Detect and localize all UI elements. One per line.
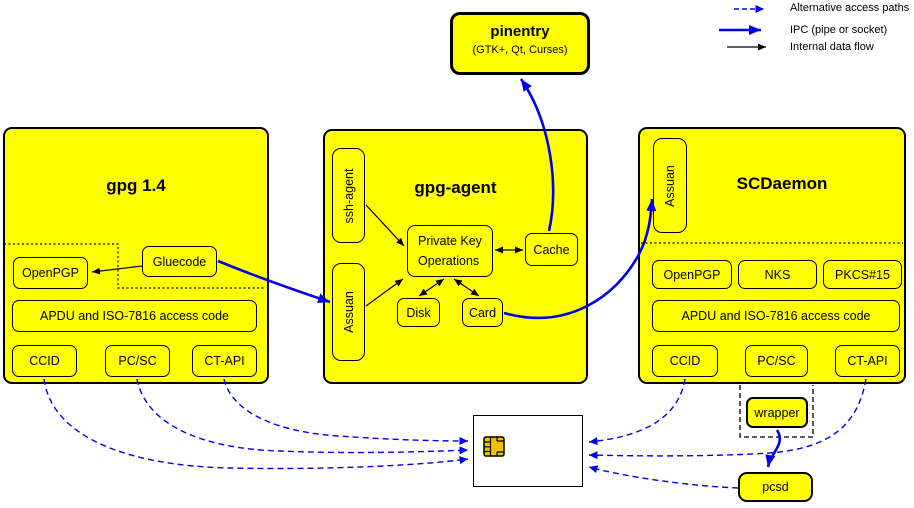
- scdaemon-title: SCDaemon: [736, 174, 828, 193]
- gpg-agent-title: gpg-agent: [414, 178, 497, 197]
- smartcard-box: [473, 415, 583, 487]
- scdaemon-ccid-box: CCID: [652, 345, 718, 377]
- gpg-agent-ssh-agent-box: ssh-agent: [332, 148, 365, 243]
- pinentry-title: pinentry: [490, 23, 550, 40]
- gpg14-pcsc-box: PC/SC: [105, 345, 170, 377]
- gpg14-gluecode-box: Gluecode: [142, 246, 217, 277]
- card-box: Card: [462, 298, 503, 327]
- gpg-agent-assuan-label: Assuan: [341, 291, 356, 333]
- gpg14-openpgp-box: OpenPGP: [13, 257, 88, 289]
- alt-pcsd-to-smartcard: [588, 465, 739, 489]
- ssh-agent-label: ssh-agent: [341, 168, 356, 223]
- private-key-operations-line1: Private Key: [418, 234, 482, 248]
- wrapper-box: wrapper: [746, 397, 808, 428]
- scdaemon-openpgp-box: OpenPGP: [652, 260, 732, 289]
- legend-ipc-label: IPC (pipe or socket): [790, 24, 888, 36]
- pinentry-subtitle: (GTK+, Qt, Curses): [472, 44, 568, 56]
- scdaemon-pcsc-box: PC/SC: [745, 345, 808, 377]
- scdaemon-ctapi-box: CT-API: [835, 345, 900, 377]
- disk-box: Disk: [397, 298, 440, 327]
- alt-scdaemon-ccid-to-smartcard: [588, 378, 686, 446]
- private-key-operations-box: Private Key Operations: [407, 225, 493, 277]
- cache-box: Cache: [525, 233, 578, 266]
- gpg14-apdu-box: APDU and ISO-7816 access code: [12, 300, 257, 332]
- gpg14-ctapi-box: CT-API: [192, 345, 257, 377]
- pcsd-box: pcsd: [738, 472, 813, 502]
- scdaemon-apdu-box: APDU and ISO-7816 access code: [652, 300, 900, 332]
- scdaemon-assuan-label: Assuan: [663, 164, 677, 207]
- pinentry-box: pinentry (GTK+, Qt, Curses): [450, 12, 590, 75]
- alt-gpg14-ctapi-to-smartcard: [223, 378, 469, 445]
- gpg-agent-assuan-box: Assuan: [332, 263, 365, 361]
- gpg14-ccid-box: CCID: [12, 345, 77, 377]
- gpg14-title: gpg 1.4: [106, 176, 166, 195]
- ipc-wrapper-to-pcsd: [765, 429, 782, 468]
- alt-scdaemon-ctapi-to-smartcard: [588, 378, 867, 460]
- scdaemon-box: [638, 127, 906, 384]
- alt-gpg14-pcsc-to-smartcard: [136, 378, 469, 455]
- scdaemon-pkcs15-box: PKCS#15: [823, 260, 902, 289]
- legend-internal-label: Internal data flow: [790, 41, 874, 53]
- scdaemon-assuan-box: Assuan: [653, 138, 687, 233]
- legend-alternative-label: Alternative access paths: [790, 2, 910, 14]
- scdaemon-nks-box: NKS: [738, 260, 817, 289]
- private-key-operations-line2: Operations: [418, 254, 480, 268]
- alt-gpg14-ccid-to-smartcard: [43, 378, 469, 470]
